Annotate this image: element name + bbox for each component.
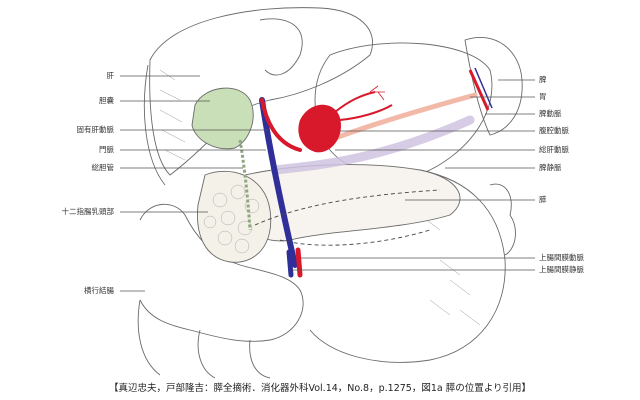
label-stomach: 胃 [539,92,547,101]
gallbladder-shape [191,87,254,150]
label-gallbladder: 胆嚢 [99,96,114,105]
colon-lower-outline [137,299,271,379]
leader-lines-right [292,79,535,271]
label-splenic-artery: 脾動脈 [539,109,562,118]
common-bile-duct [238,139,252,231]
liver-edge [143,64,166,186]
label-portal-vein: 門脈 [99,145,114,154]
pancreas-head-lobules [203,184,260,254]
label-superior-mesenteric-vein: 上腸間膜静脈 [539,265,584,274]
splenic-vein-stripe [474,67,493,109]
colon-outline [139,203,304,342]
liver-lobe-outline [259,18,303,76]
splenic-artery-pink [327,92,478,143]
abdominal-wall-outline [309,169,506,363]
label-splenic-vein: 脾静脈 [539,163,562,172]
leader-lines-left [120,75,268,292]
pancreatic-duct [254,189,441,226]
label-duodenal-papilla: 十二指腸乳頭部 [61,207,115,216]
label-celiac-artery: 腹腔動脈 [539,126,569,135]
label-liver: 肝 [106,71,115,80]
smv-vessel [286,249,294,278]
celiac-fine-branches [369,85,385,101]
hatch-bowel [429,259,481,326]
label-common-bile-duct: 総胆管 [91,163,115,172]
figure-caption: 【真辺忠夫，戸部隆吉：膵全摘術．消化器外科Vol.14，No.8，p.1275，… [108,383,532,394]
hepatic-artery [260,98,302,152]
label-spleen: 脾 [539,75,547,84]
organ-outlines [137,7,523,379]
label-common-hepatic-artery: 総肝動脈 [539,145,569,154]
label-superior-mesenteric-artery: 上腸間膜動脈 [539,253,584,262]
liver-outline [149,7,373,176]
label-pancreas: 膵 [539,195,547,204]
label-transverse-colon: 横行結腸 [84,286,114,295]
sma-vessel [295,247,303,278]
splenic-vein [270,115,475,175]
celiac-branches [334,91,393,121]
label-proper-hepatic-artery: 固有肝動脈 [76,125,115,134]
pancreas-margin-dashed [279,229,431,246]
descending-colon-outline [489,183,516,256]
celiac-artery-shape [298,104,341,153]
splenic-vessel-stripe [468,69,490,111]
spleen-outline [464,36,523,136]
hatch-liver [159,69,186,161]
